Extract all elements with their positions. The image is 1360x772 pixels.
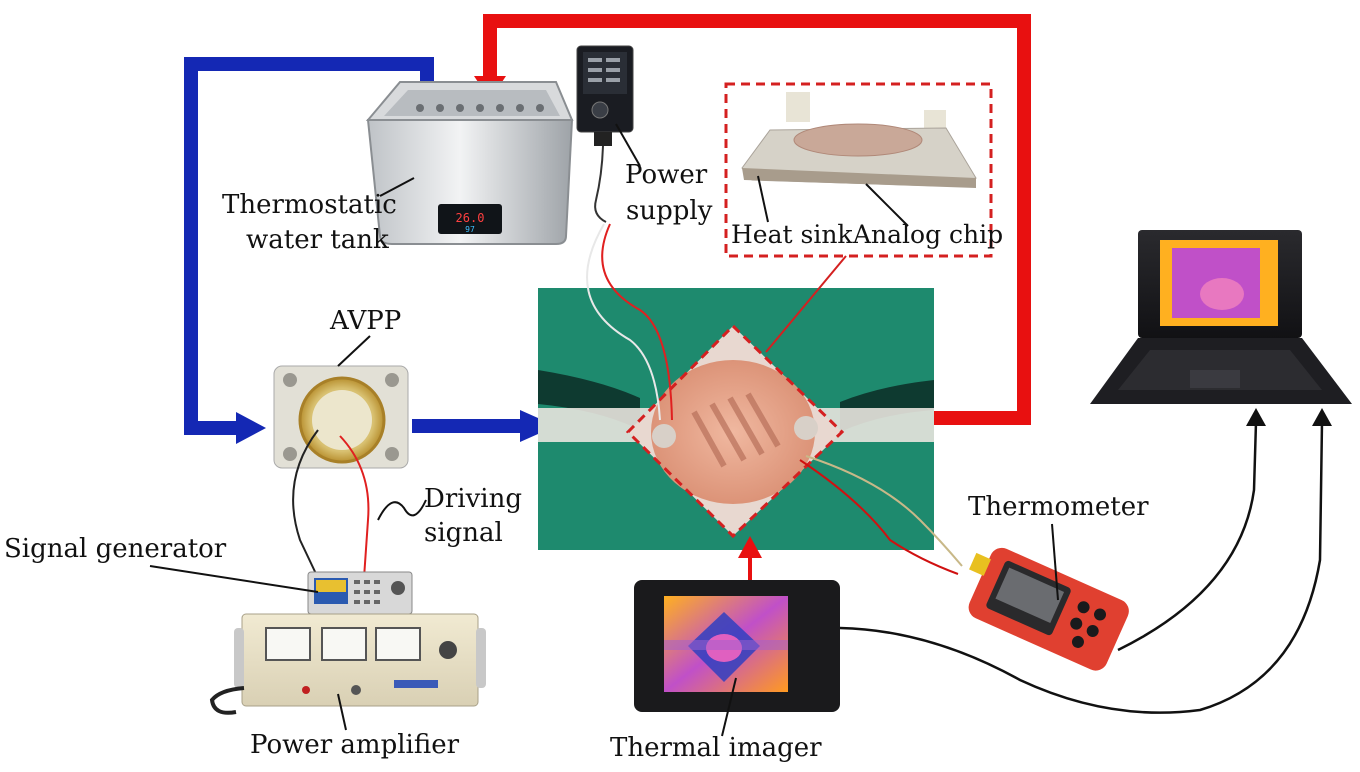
power-amplifier-device: [234, 613, 486, 707]
driving-signal-label-line2: signal: [424, 518, 503, 548]
chip-to-inset-leader: [765, 255, 847, 353]
power-supply-label-line1: Power: [625, 160, 708, 190]
avpp-pump: [273, 365, 409, 469]
thermal-imager-label: Thermal imager: [610, 733, 822, 763]
tank-display-temp: 26.0: [456, 211, 485, 225]
thermostatic-tank-label-line2: water tank: [246, 225, 389, 255]
analog-chip-leader: [865, 183, 909, 227]
power-amplifier-label: Power amplifier: [250, 730, 460, 760]
analog-chip-label: Analog chip: [853, 220, 1004, 249]
thermocouple-wire: [799, 459, 959, 575]
thermostatic-tank-label-line1: Thermostatic: [222, 190, 397, 220]
signal-generator-label: Signal generator: [4, 534, 227, 564]
power-wire-white: [586, 223, 661, 421]
signal-generator-leader: [149, 565, 319, 593]
avpp-label: AVPP: [330, 306, 402, 336]
driving-signal-waveform-icon: [377, 499, 427, 521]
cold-flow-arrowhead-avpp: [236, 412, 266, 444]
chip-inset-dashed-frame: [724, 82, 993, 258]
power-wire-red: [601, 223, 673, 421]
power-amplifier-leader: [337, 693, 347, 731]
thermal-imager-leader: [721, 677, 737, 737]
power-supply-device: [576, 45, 634, 146]
thermocouple-wire-2: [805, 455, 963, 567]
avpp-label-leader: [337, 335, 371, 367]
power-amplifier-cable: [209, 686, 245, 715]
power-supply-label-line2: supply: [626, 196, 713, 226]
heat-sink-leader: [757, 175, 769, 223]
thermal-imager-view-arrowhead: [738, 536, 762, 558]
heat-sink-label: Heat sink: [731, 220, 853, 249]
thermal-imager-device: [634, 580, 840, 712]
signal-generator-device: [307, 571, 413, 615]
thermometer-label: Thermometer: [968, 492, 1149, 522]
thermometer-cable-arrowhead: [1246, 408, 1266, 426]
thermostatic-water-tank: 26.0 97: [365, 81, 574, 245]
tank-label-leader: [379, 177, 415, 197]
hot-water-flow-pipe: [483, 14, 1031, 425]
avpp-drive-wire-red: [339, 435, 370, 579]
chip-dashed-frame: [625, 323, 845, 539]
thermal-imager-cable-arrowhead: [1312, 408, 1332, 426]
chip-inset-photo: [741, 92, 977, 188]
power-supply-label-leader: [615, 123, 641, 167]
thermometer-device: [968, 547, 1129, 671]
driving-signal-label-line1: Driving: [424, 484, 522, 514]
thermometer-leader: [1051, 523, 1059, 601]
thermal-imager-data-cable: [839, 421, 1324, 714]
laptop-computer: [1090, 230, 1352, 404]
power-supply-cable: [594, 145, 607, 223]
avpp-drive-wire-black: [292, 429, 319, 579]
thermometer-data-cable: [1117, 421, 1258, 652]
tank-display-setpoint: 97: [465, 225, 475, 234]
